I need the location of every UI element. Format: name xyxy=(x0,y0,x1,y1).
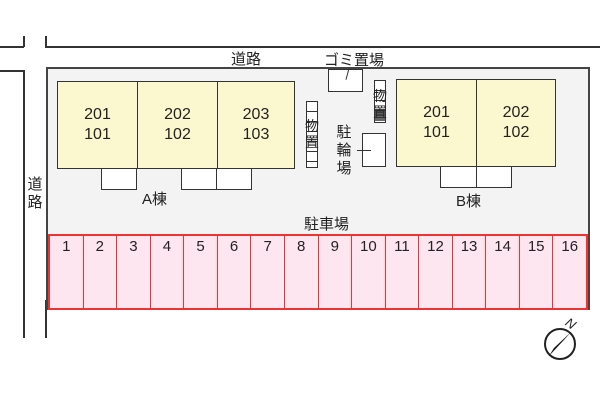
road-edge-top-right-v xyxy=(45,36,47,47)
unit-b-1: 201 101 xyxy=(397,80,477,166)
parking-space: 10 xyxy=(351,236,385,308)
bicycle-leader-line xyxy=(357,150,371,151)
parking-space: 13 xyxy=(451,236,486,308)
parking-lot: 1 2 3 4 5 6 7 8 9 10 11 12 13 14 15 16 xyxy=(48,234,588,310)
parking-space: 16 xyxy=(552,236,588,308)
unit-b-2: 202 102 xyxy=(477,80,555,166)
unit-number-upper: 201 xyxy=(423,104,450,121)
road-edge-top-left xyxy=(0,46,24,48)
entrance-b-2 xyxy=(476,166,512,188)
storage-shed-b-label: 物置 xyxy=(373,88,387,120)
parking-space: 2 xyxy=(82,236,117,308)
compass-icon: N xyxy=(540,315,584,362)
entrance-a-2 xyxy=(181,168,217,190)
entrance-a-1 xyxy=(101,168,137,190)
parking-space: 1 xyxy=(48,236,83,308)
road-label-left: 道路 xyxy=(27,176,43,211)
parking-label: 駐車場 xyxy=(304,216,350,233)
unit-number-lower: 101 xyxy=(423,124,450,141)
unit-number-lower: 101 xyxy=(84,126,111,143)
unit-number-upper: 203 xyxy=(242,106,270,123)
road-edge-top xyxy=(45,46,600,48)
garbage-area-label: ゴミ置場 xyxy=(324,52,385,69)
bicycle-parking-label: 駐輪場 xyxy=(336,124,352,177)
parking-space: 11 xyxy=(384,236,419,308)
unit-number-upper: 202 xyxy=(164,106,191,123)
parking-space: 9 xyxy=(317,236,352,308)
parking-space: 5 xyxy=(183,236,217,308)
entrance-b-1 xyxy=(440,166,477,188)
parking-space: 8 xyxy=(283,236,318,308)
parking-space: 4 xyxy=(149,236,184,308)
parking-space: 14 xyxy=(485,236,519,308)
unit-a-3: 203 103 xyxy=(218,82,294,168)
unit-number-upper: 201 xyxy=(84,106,111,123)
parking-space: 3 xyxy=(116,236,150,308)
road-edge-top-left-v xyxy=(23,36,25,47)
parking-space: 6 xyxy=(216,236,251,308)
storage-shed-a xyxy=(306,101,318,168)
entrance-a-3 xyxy=(216,168,252,190)
storage-shed-a-label: 物置 xyxy=(305,118,319,150)
unit-number-lower: 103 xyxy=(242,126,270,143)
parking-space: 12 xyxy=(418,236,452,308)
road-edge-left xyxy=(23,70,25,338)
unit-number-lower: 102 xyxy=(164,126,191,143)
garbage-area xyxy=(328,69,363,92)
unit-a-1: 201 101 xyxy=(58,82,138,168)
unit-number-lower: 102 xyxy=(502,124,530,141)
unit-a-2: 202 102 xyxy=(138,82,218,168)
unit-number-upper: 202 xyxy=(502,104,530,121)
road-edge-right xyxy=(45,300,47,338)
parking-space: 7 xyxy=(250,236,284,308)
road-edge-left-top xyxy=(0,70,24,72)
parking-space: 15 xyxy=(518,236,553,308)
building-a: 201 101 202 102 203 103 xyxy=(57,81,295,169)
building-a-label: A棟 xyxy=(142,191,168,208)
storage-shed-b xyxy=(374,80,386,123)
building-b: 201 101 202 102 xyxy=(396,79,556,167)
road-label-top: 道路 xyxy=(231,51,262,68)
building-b-label: B棟 xyxy=(456,193,482,210)
